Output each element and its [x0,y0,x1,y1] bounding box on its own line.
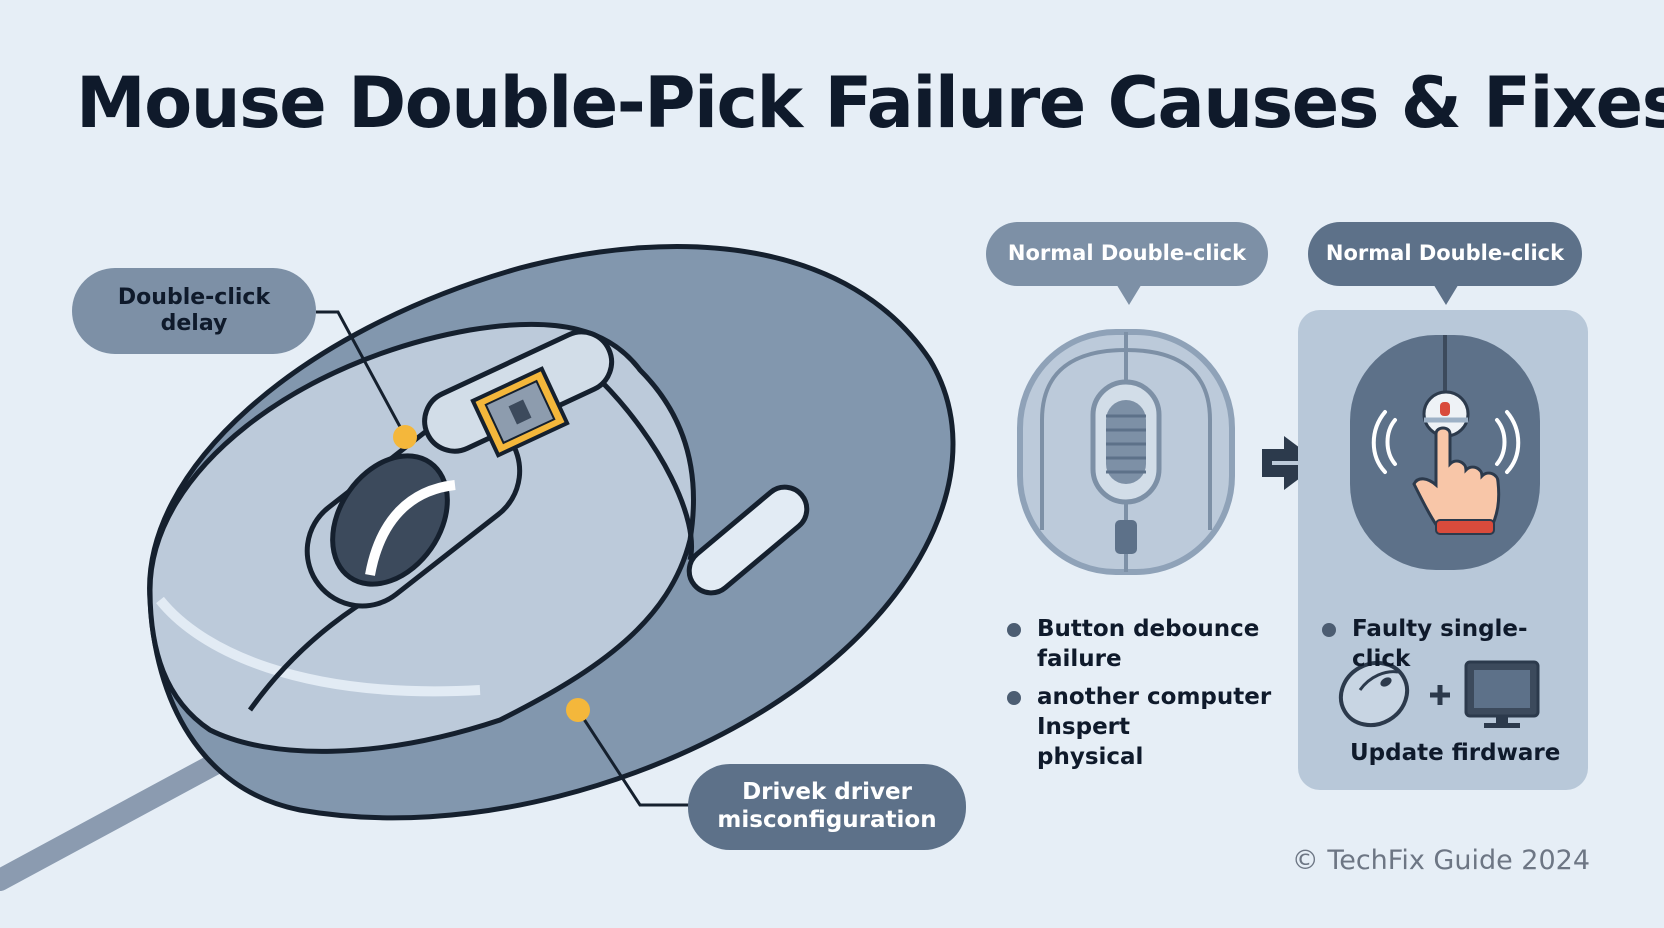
large-mouse [147,244,956,821]
copyright: © TechFix Guide 2024 [1291,845,1590,876]
normal-mouse-wheel [1106,400,1146,484]
delay-marker [393,425,417,449]
bullet-dot [1322,623,1336,637]
callout-line: delay [160,311,228,336]
right-panel-header: Normal Double-click [1308,222,1582,286]
computer-monitor-icon [1464,660,1540,728]
driver-leader [576,709,690,807]
cause-line: failure [1037,646,1122,672]
faulty-panel [1298,282,1588,790]
fault-label: Faulty single-click [1352,616,1528,672]
left-header-pointer [1115,282,1143,305]
small-mouse-icon [1338,660,1410,728]
bullet-dot [1007,691,1021,705]
cause-item: Button debounce failure [1007,614,1287,674]
callout-line: misconfiguration [717,807,937,833]
mouse-cable [0,734,261,891]
delay-leader [316,310,407,437]
vibration-waves-icon [1371,410,1521,474]
double-click-delay-callout: Double-click delay [72,268,316,354]
callout-line: Drivek driver [742,779,912,806]
bullet-dot [1007,623,1021,637]
fault-list: Faulty single-click [1322,614,1582,674]
fault-item: Faulty single-click [1322,614,1582,674]
mouse-highlight [156,596,481,697]
pointing-hand-icon [1412,426,1501,532]
driver-marker [566,698,590,722]
fix-label: Update firdware [1350,740,1561,766]
scroll-wheel-shine [365,480,456,576]
switch-chip [470,366,570,458]
normal-mouse-cord [1115,520,1137,554]
causes-list: Button debounce failure another computer… [1007,614,1287,772]
cause-line: Inspert [1037,714,1131,740]
mouse-side-line [598,378,694,561]
cause-item: another computer Inspert physical [1007,682,1287,772]
left-panel-header: Normal Double-click [986,222,1268,286]
side-button [686,484,810,596]
driver-misconfiguration-callout: Drivek driver misconfiguration [688,764,966,850]
page-title: Mouse Double-Pick Failure Causes & Fixes [76,62,1664,144]
cause-line: Button debounce [1037,616,1260,642]
cause-line: physical [1037,744,1144,770]
right-header-pointer [1432,282,1460,305]
normal-mouse-panel [1017,282,1235,575]
callout-line: Double-click [117,284,271,310]
cause-line: another computer [1037,684,1272,710]
plus-icon [1430,685,1450,705]
